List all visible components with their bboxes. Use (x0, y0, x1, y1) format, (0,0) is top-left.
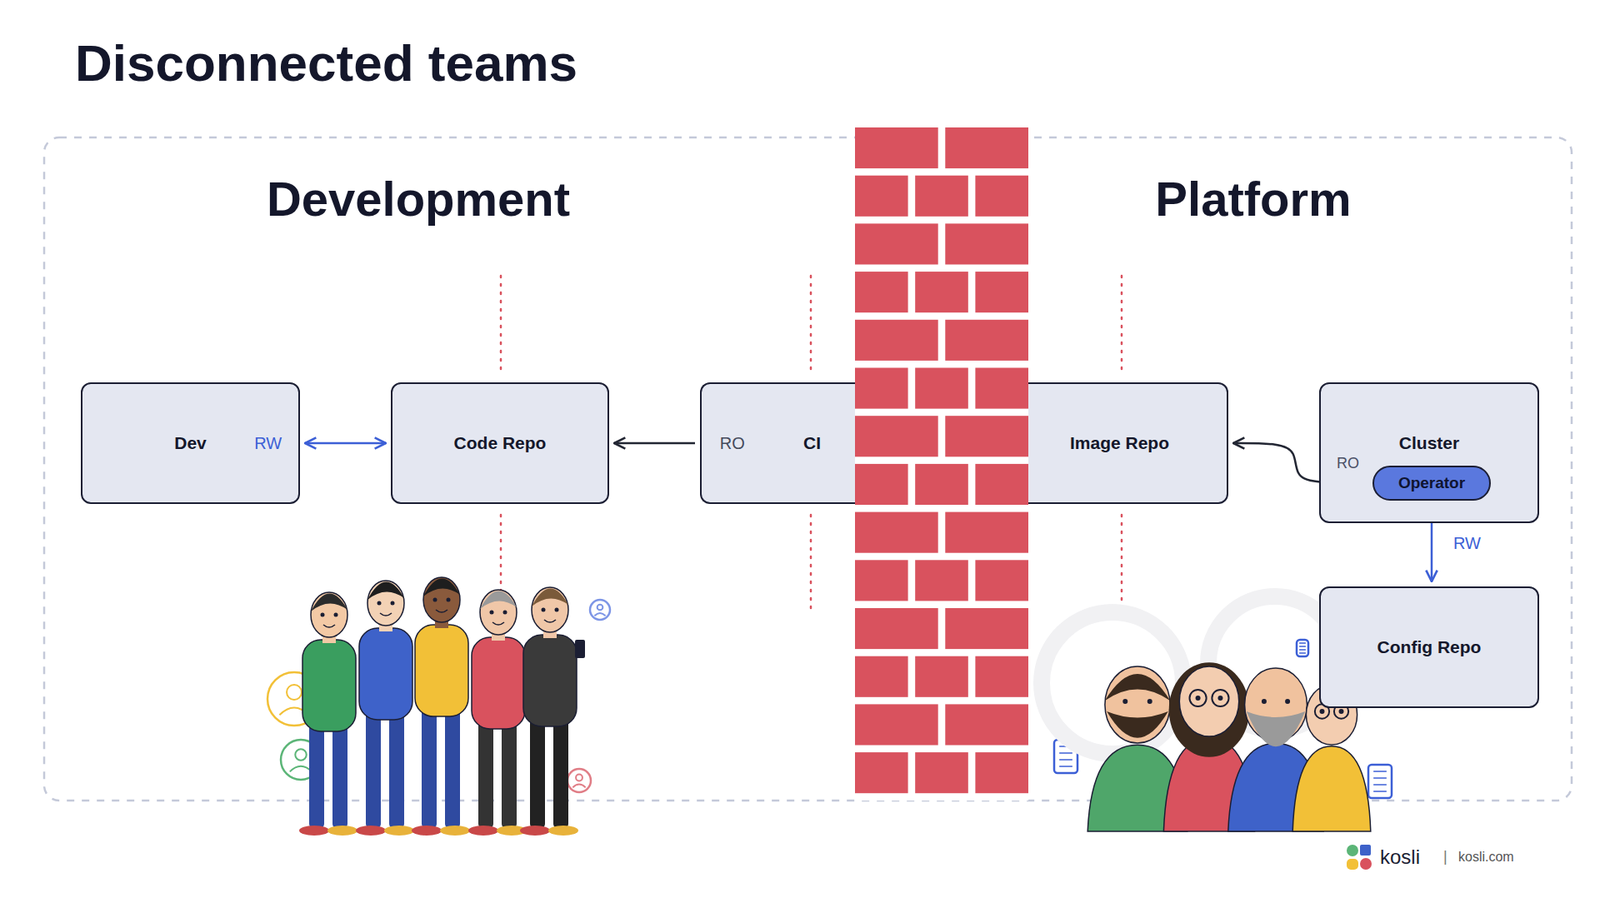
brick (855, 560, 909, 601)
brick (855, 656, 909, 698)
dotted-divider (810, 515, 813, 613)
developer-figure (355, 580, 415, 836)
connector-arrow (614, 442, 695, 445)
brick (915, 560, 969, 601)
phone (575, 640, 585, 659)
brick (975, 271, 1029, 313)
node-label: Dev (174, 433, 207, 453)
team-boundary (44, 137, 1572, 801)
brick (915, 656, 969, 698)
team-heading: Development (266, 172, 570, 226)
brick (945, 512, 1029, 554)
brick (855, 368, 909, 410)
brick (855, 608, 939, 650)
brick-wall (855, 127, 1029, 801)
brick (975, 368, 1029, 410)
repository-box: Config Repo (1319, 586, 1540, 709)
brick (975, 560, 1029, 601)
brick (945, 704, 1029, 745)
brick (855, 320, 939, 361)
ci-box: RO CI (700, 382, 855, 505)
repository-box: Image Repo (1028, 382, 1229, 505)
developer-figure (468, 590, 527, 836)
brick (855, 127, 939, 169)
cluster-box: ClusterRO Operator (1319, 382, 1540, 524)
brick (855, 464, 909, 505)
dotted-divider (810, 275, 813, 373)
brick (975, 175, 1029, 217)
repository-box: Code Repo (390, 382, 610, 505)
dotted-divider (1120, 275, 1124, 373)
backdrop-ring (1041, 612, 1184, 755)
node-label: Config Repo (1377, 637, 1482, 657)
node-label: RO (720, 434, 745, 453)
brick (975, 656, 1029, 698)
actor-box: Dev RW (80, 382, 300, 505)
person-icon (567, 769, 591, 793)
document-icon (1368, 765, 1392, 799)
developer-figure (520, 587, 579, 836)
node-label: Operator (1398, 475, 1465, 493)
brick (855, 415, 939, 457)
brick (945, 223, 1029, 265)
diagram-title: Disconnected teams (75, 35, 578, 92)
node-label: Cluster (1399, 433, 1460, 453)
separator: | (1443, 849, 1448, 866)
team-heading: Platform (1155, 172, 1351, 226)
dotted-divider (1120, 515, 1124, 613)
operator-pill: Operator (1372, 465, 1491, 501)
brick (915, 271, 969, 313)
node-label: Code Repo (454, 433, 547, 453)
connector-arrow (305, 442, 386, 445)
brick (975, 752, 1029, 794)
node-annotation: CI (803, 433, 821, 453)
brick (855, 271, 909, 313)
brick (855, 175, 909, 217)
brick (855, 512, 939, 554)
brick (975, 464, 1029, 505)
node-annotation: RO (1336, 455, 1360, 473)
person-icon (590, 600, 610, 620)
document-icon (1296, 640, 1309, 657)
dotted-divider (500, 275, 503, 373)
brick (915, 464, 969, 505)
brick (855, 223, 939, 265)
brick (855, 752, 909, 794)
brick (945, 415, 1029, 457)
brick (915, 175, 969, 217)
logo-mark (1346, 845, 1372, 870)
brick (915, 368, 969, 410)
developer-figure (411, 577, 470, 836)
logo-text: kosli (1380, 846, 1420, 869)
node-label: Image Repo (1070, 433, 1170, 453)
brick (945, 320, 1029, 361)
website-url: kosli.com (1458, 850, 1515, 865)
edge-label: RW (1451, 534, 1483, 553)
node-annotation: RW (254, 434, 282, 453)
brick (945, 608, 1029, 650)
brick (855, 704, 939, 745)
brick (945, 127, 1029, 169)
developer-figure (299, 592, 358, 836)
brick (915, 752, 969, 794)
